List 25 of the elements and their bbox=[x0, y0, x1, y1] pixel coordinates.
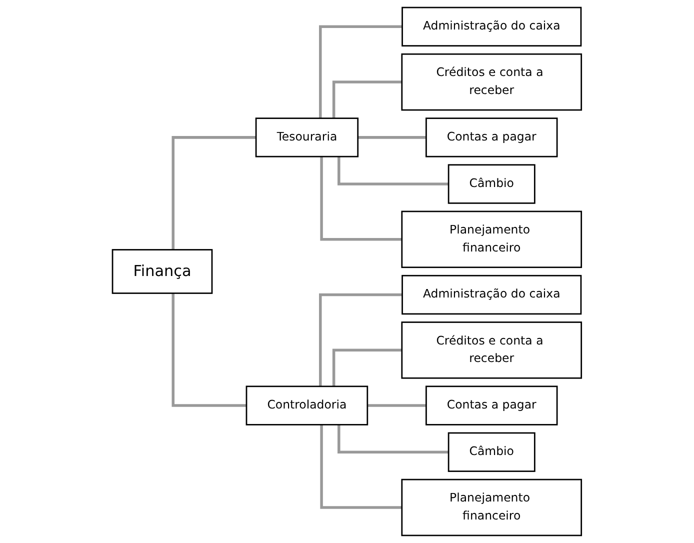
node-box: Planejamento financeiro bbox=[401, 210, 582, 268]
connector bbox=[319, 25, 402, 118]
connector bbox=[320, 424, 402, 509]
connector bbox=[172, 293, 247, 407]
node-box: Administração do caixa bbox=[402, 274, 582, 315]
node-box: Câmbio bbox=[448, 164, 536, 204]
node-box: Contas a pagar bbox=[426, 118, 558, 158]
node-box: Administração do caixa bbox=[402, 6, 582, 47]
connector bbox=[319, 293, 402, 386]
node-box: Finança bbox=[112, 249, 213, 294]
node-box: Tesouraria bbox=[255, 118, 359, 158]
node-box: Contas a pagar bbox=[426, 386, 558, 426]
connector bbox=[172, 136, 256, 250]
connector bbox=[332, 348, 402, 386]
node-box: Câmbio bbox=[448, 432, 536, 472]
connector bbox=[320, 156, 402, 241]
connector bbox=[332, 80, 402, 118]
node-box: Planejamento financeiro bbox=[401, 478, 582, 536]
connector bbox=[338, 424, 449, 454]
node-box: Créditos e conta a receber bbox=[401, 53, 582, 111]
node-box: Créditos e conta a receber bbox=[401, 322, 582, 379]
connector bbox=[338, 156, 449, 186]
connector bbox=[366, 404, 426, 407]
connector bbox=[356, 136, 426, 139]
node-box: Controladoria bbox=[246, 386, 368, 426]
